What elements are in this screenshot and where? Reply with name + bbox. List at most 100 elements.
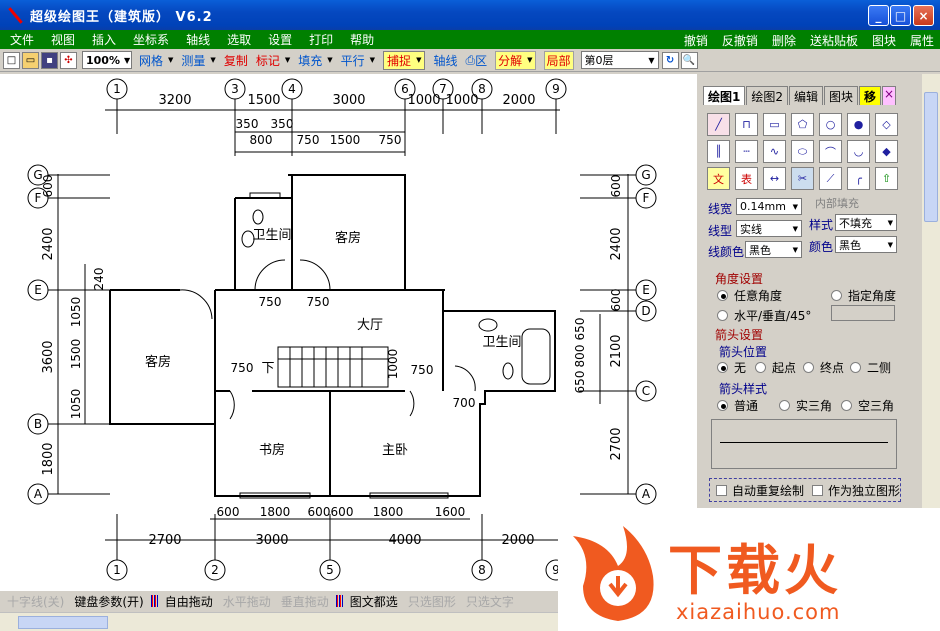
parallel-button[interactable]: 平行▼ (340, 53, 376, 68)
local-button[interactable]: 局部 (543, 50, 574, 70)
angle-set-radio[interactable]: 指定角度 (831, 287, 896, 304)
vertical-drag-toggle[interactable]: 垂直拖动 (280, 594, 329, 609)
arrow-solid-radio[interactable]: 实三角 (779, 397, 832, 414)
arrow-start-radio[interactable]: 起点 (755, 359, 796, 376)
auto-repeat-checkbox[interactable] (716, 484, 727, 496)
menu-view[interactable]: 视图 (51, 33, 76, 47)
standalone-checkbox[interactable] (812, 484, 823, 496)
refresh-icon[interactable]: ↻ (661, 51, 679, 69)
dash-line-tool-icon[interactable]: ┄ (735, 140, 758, 163)
keyboard-params-toggle[interactable]: 键盘参数(开) (74, 594, 144, 609)
menu-properties[interactable]: 属性 (909, 34, 934, 48)
print-preview-icon[interactable]: 🔍 (680, 51, 698, 69)
line-tool-icon[interactable]: ╱ (707, 113, 730, 136)
eraser-tool-icon[interactable]: ◇ (875, 113, 898, 136)
menu-print[interactable]: 打印 (309, 33, 334, 47)
polygon-tool-icon[interactable]: ⬠ (791, 113, 814, 136)
snap-button[interactable]: 捕捉▼ (383, 50, 426, 70)
fill-color-select[interactable]: 黑色▼ (835, 236, 897, 253)
tab-move[interactable]: 移 (859, 86, 882, 105)
arrow-normal-radio[interactable]: 普通 (717, 397, 758, 414)
menu-delete[interactable]: 删除 (771, 34, 796, 48)
menu-settings[interactable]: 设置 (268, 33, 293, 47)
fill-bucket-icon[interactable]: ◆ (875, 140, 898, 163)
tab-edit[interactable]: 编辑 (789, 86, 824, 105)
angle-any-radio[interactable]: 任意角度 (717, 287, 782, 304)
point-tool-icon[interactable]: ● (847, 113, 870, 136)
copy-button[interactable]: 复制 (223, 53, 248, 68)
angle-input[interactable] (831, 305, 895, 321)
menu-clipboard[interactable]: 送粘贴板 (809, 34, 858, 48)
line-width-select[interactable]: 0.14mm▼ (736, 198, 802, 215)
fill-style-select[interactable]: 不填充▼ (835, 214, 897, 231)
menu-redo[interactable]: 反撤销 (721, 34, 758, 48)
fillet-tool-icon[interactable]: ╭ (847, 167, 870, 190)
new-file-icon[interactable]: □ (3, 51, 20, 69)
explode-button[interactable]: 分解▼ (495, 50, 536, 70)
grid-button[interactable]: 网格▼ (139, 53, 174, 68)
rectangle-tool-icon[interactable]: ▭ (763, 113, 786, 136)
select-all-toggle[interactable]: 图文都选 (349, 594, 398, 609)
polyline-tool-icon[interactable]: ⊓ (735, 113, 758, 136)
ellipse-tool-icon[interactable]: ⬭ (791, 140, 814, 163)
menu-help[interactable]: 帮助 (350, 33, 375, 47)
arrow-both-radio[interactable]: 二侧 (850, 359, 891, 376)
stamp-tool-icon[interactable]: ⇧ (875, 167, 898, 190)
measure-button[interactable]: 测量▼ (181, 53, 216, 68)
mark-button[interactable]: 标记▼ (255, 53, 291, 68)
arrow-preview (711, 419, 897, 469)
menu-axis[interactable]: 轴线 (186, 33, 211, 47)
arc-tool-icon[interactable]: ⌒ (819, 140, 842, 163)
dimension-tool-icon[interactable]: ↔ (763, 167, 786, 190)
watermark-text: 下载火 (668, 539, 842, 602)
panel-close-icon[interactable]: × (882, 86, 897, 105)
sector-tool-icon[interactable]: ◡ (847, 140, 870, 163)
menu-coords[interactable]: 坐标系 (133, 33, 170, 47)
line-color-label: 线颜色 (708, 245, 745, 259)
double-line-tool-icon[interactable]: ║ (707, 140, 730, 163)
maximize-button[interactable]: □ (890, 5, 911, 26)
axis-button[interactable]: 轴线 (433, 53, 458, 68)
menu-select[interactable]: 选取 (227, 33, 252, 47)
menu-block[interactable]: 图块 (871, 34, 896, 48)
minimize-button[interactable]: _ (868, 5, 889, 26)
trim-tool-icon[interactable]: ⟋ (819, 167, 842, 190)
line-color-select[interactable]: 黑色▼ (745, 241, 802, 258)
scroll-thumb[interactable] (924, 92, 938, 222)
arrow-none-radio[interactable]: 无 (717, 359, 746, 376)
vertical-scrollbar[interactable] (922, 74, 940, 591)
menu-insert[interactable]: 插入 (92, 33, 117, 47)
select-text-toggle[interactable]: 只选文字 (465, 594, 514, 609)
zoom-select[interactable]: 100%▼ (82, 51, 132, 69)
free-drag-toggle[interactable]: 自由拖动 (164, 594, 213, 609)
zone-button[interactable]: ⎙区 (465, 52, 488, 68)
line-type-select[interactable]: 实线▼ (736, 220, 802, 237)
arrow-hollow-radio[interactable]: 空三角 (841, 397, 894, 414)
horizontal-drag-toggle[interactable]: 水平拖动 (222, 594, 271, 609)
horizontal-scrollbar[interactable] (0, 612, 558, 631)
save-disk-icon[interactable]: ▪ (41, 51, 58, 69)
angle-hv-radio[interactable]: 水平/垂直/45° (717, 307, 811, 324)
scissors-tool-icon[interactable]: ✂ (791, 167, 814, 190)
fill-button[interactable]: 填充▼ (298, 53, 333, 68)
menu-file[interactable]: 文件 (10, 33, 35, 47)
crosshair-toggle[interactable]: 十字线(关) (7, 594, 65, 609)
menu-undo[interactable]: 撤销 (683, 34, 708, 48)
tab-block[interactable]: 图块 (824, 86, 859, 105)
pan-hand-icon[interactable]: ✣ (60, 51, 77, 69)
table-tool-icon[interactable]: 表 (735, 167, 758, 190)
tab-draw1[interactable]: 绘图1 (703, 86, 746, 105)
circle-tool-icon[interactable]: ○ (819, 113, 842, 136)
svg-text:1000: 1000 (445, 93, 478, 108)
tab-draw2[interactable]: 绘图2 (746, 86, 788, 105)
menu-bar: 文件 视图 插入 坐标系 轴线 选取 设置 打印 帮助 撤销反撤销删除送粘贴板图块属性 (0, 30, 940, 49)
hscroll-thumb[interactable] (18, 616, 108, 629)
curve-tool-icon[interactable]: ∿ (763, 140, 786, 163)
text-tool-icon[interactable]: 文 (707, 167, 730, 190)
arrow-end-radio[interactable]: 终点 (803, 359, 844, 376)
select-shapes-toggle[interactable]: 只选图形 (407, 594, 456, 609)
open-folder-icon[interactable]: ▭ (22, 51, 39, 69)
layer-select[interactable]: 第0层▼ (580, 51, 659, 69)
close-button[interactable]: × (913, 5, 934, 26)
